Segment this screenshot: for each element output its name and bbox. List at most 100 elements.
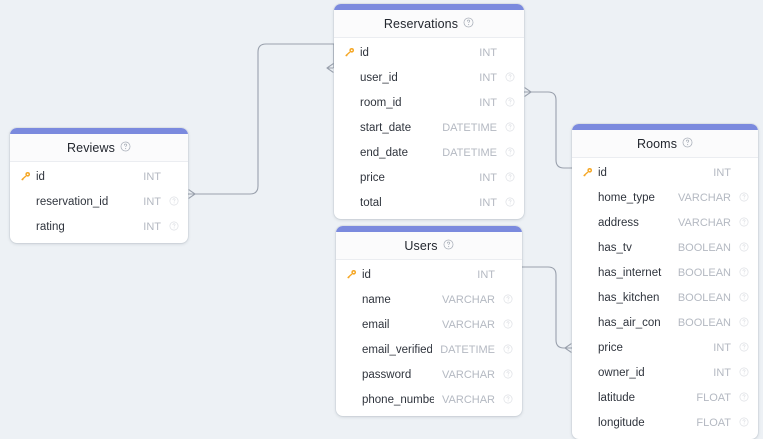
column-name: id bbox=[362, 268, 371, 281]
relationship-line-users-to-rooms bbox=[522, 266, 572, 349]
help-circle-icon[interactable] bbox=[501, 144, 515, 162]
column-type: INT bbox=[477, 268, 495, 281]
column-row[interactable]: price INT bbox=[572, 335, 758, 360]
help-circle-icon[interactable] bbox=[165, 193, 179, 211]
help-circle-icon[interactable] bbox=[735, 264, 749, 282]
help-circle-icon[interactable] bbox=[499, 366, 513, 384]
column-type: INT bbox=[713, 366, 731, 379]
help-circle-icon[interactable] bbox=[735, 239, 749, 257]
column-name: phone_number bbox=[362, 393, 435, 406]
help-circle-icon[interactable] bbox=[499, 291, 513, 309]
column-name: id bbox=[360, 46, 369, 59]
column-row[interactable]: owner_id INT bbox=[572, 360, 758, 385]
key-icon bbox=[344, 269, 358, 280]
column-type: VARCHAR bbox=[442, 368, 495, 381]
column-name: has_air_con bbox=[598, 316, 661, 329]
column-row[interactable]: email_verified_atDATETIME bbox=[336, 337, 522, 362]
help-circle-icon[interactable] bbox=[735, 339, 749, 357]
key-icon bbox=[18, 171, 32, 182]
help-circle-icon[interactable] bbox=[499, 341, 513, 359]
relationship-line-reviews-to-reservations bbox=[188, 43, 335, 195]
help-circle-icon[interactable] bbox=[499, 316, 513, 334]
column-type: DATETIME bbox=[442, 146, 497, 159]
column-type: INT bbox=[143, 195, 161, 208]
help-circle-icon[interactable] bbox=[501, 94, 515, 112]
column-type: INT bbox=[479, 71, 497, 84]
help-circle-icon[interactable] bbox=[735, 414, 749, 432]
column-name: price bbox=[598, 341, 623, 354]
help-circle-icon[interactable] bbox=[735, 189, 749, 207]
column-name: longitude bbox=[598, 416, 645, 429]
column-row[interactable]: id INT bbox=[336, 262, 522, 287]
column-name: has_internet bbox=[598, 266, 662, 279]
column-name: home_type bbox=[598, 191, 655, 204]
table-header-rooms[interactable]: Rooms bbox=[572, 130, 758, 158]
help-circle-icon[interactable] bbox=[120, 139, 131, 157]
table-accent-bar bbox=[10, 128, 188, 134]
help-circle-icon[interactable] bbox=[165, 218, 179, 236]
help-circle-icon[interactable] bbox=[501, 169, 515, 187]
help-circle-icon[interactable] bbox=[501, 194, 515, 212]
help-circle-icon[interactable] bbox=[735, 214, 749, 232]
crowsfoot-marker bbox=[326, 63, 334, 73]
help-circle-icon[interactable] bbox=[735, 314, 749, 332]
column-name: rating bbox=[36, 220, 65, 233]
help-circle-icon[interactable] bbox=[682, 135, 693, 153]
column-row[interactable]: price INT bbox=[334, 165, 524, 190]
key-icon bbox=[342, 47, 356, 58]
column-name: price bbox=[360, 171, 385, 184]
help-circle-icon[interactable] bbox=[501, 119, 515, 137]
column-name: end_date bbox=[360, 146, 408, 159]
column-type: INT bbox=[713, 341, 731, 354]
table-header-reservations[interactable]: Reservations bbox=[334, 10, 524, 38]
column-type: FLOAT bbox=[696, 391, 731, 404]
help-circle-icon[interactable] bbox=[735, 364, 749, 382]
help-circle-icon[interactable] bbox=[463, 15, 474, 33]
table-header-reviews[interactable]: Reviews bbox=[10, 134, 188, 162]
column-row[interactable]: end_date DATETIME bbox=[334, 140, 524, 165]
help-circle-icon[interactable] bbox=[443, 237, 454, 255]
column-name: owner_id bbox=[598, 366, 645, 379]
column-type: INT bbox=[479, 171, 497, 184]
column-row[interactable]: longitude FLOAT bbox=[572, 410, 758, 435]
column-type: FLOAT bbox=[696, 416, 731, 429]
table-title: Rooms bbox=[636, 136, 678, 151]
table-title: Users bbox=[404, 238, 438, 253]
help-circle-icon[interactable] bbox=[735, 389, 749, 407]
help-circle-icon[interactable] bbox=[501, 69, 515, 87]
crowsfoot-marker bbox=[524, 87, 532, 97]
table-header-users[interactable]: Users bbox=[336, 232, 522, 260]
column-name: total bbox=[360, 196, 382, 209]
column-name: email bbox=[362, 318, 390, 331]
table-title: Reviews bbox=[67, 140, 115, 155]
help-circle-icon[interactable] bbox=[735, 289, 749, 307]
help-circle-icon[interactable] bbox=[499, 391, 513, 409]
